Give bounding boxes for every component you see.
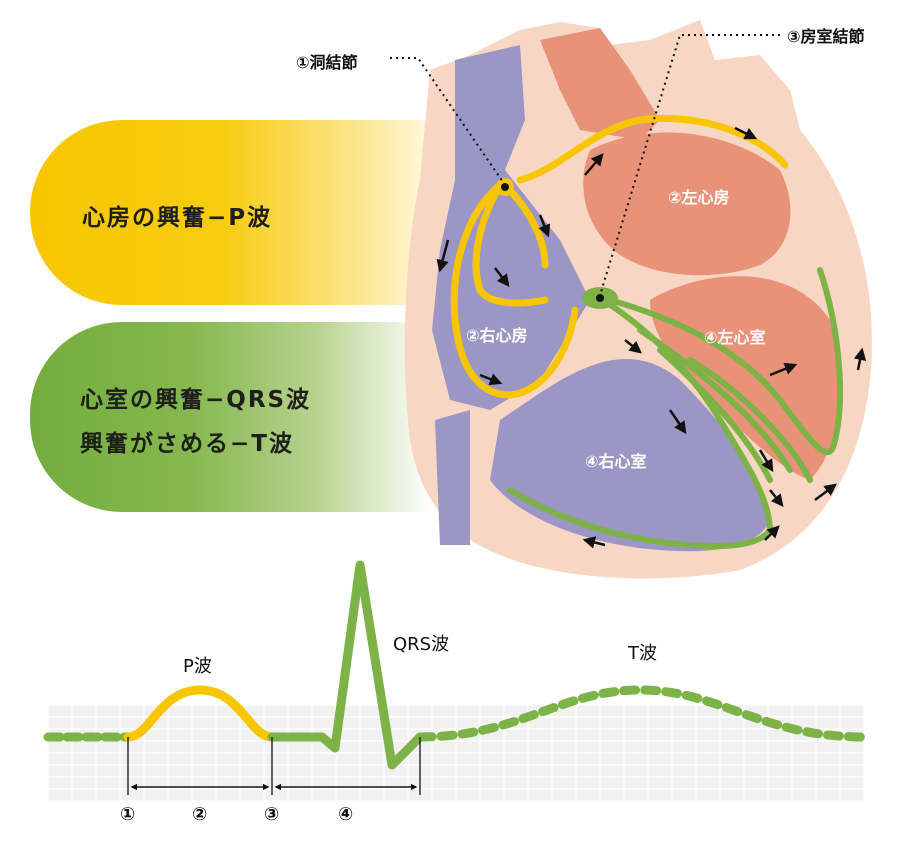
- ecg-grid: [47, 704, 865, 802]
- left-atrium-label: ②左心房: [668, 188, 730, 207]
- marker-2: ②: [192, 804, 207, 825]
- sa-node-label: ①洞結節: [296, 53, 358, 72]
- right-atrium-label: ②右心房: [466, 326, 528, 345]
- atrial-excitation-label: 心房の興奮−P波: [82, 205, 273, 231]
- flow-arrows: [436, 126, 867, 549]
- atrial-conduction-path: [450, 114, 789, 399]
- t-wave-label: T波: [627, 643, 657, 664]
- ventricular-excitation-label: 心室の興奮−QRS波: [80, 387, 312, 413]
- right-ventricle-label: ④右心室: [585, 452, 647, 471]
- t-wave-dashes: [415, 685, 869, 742]
- qrs-wave-label: QRS波: [393, 634, 449, 655]
- left-ventricle-region: [650, 276, 841, 480]
- marker-1: ①: [120, 804, 135, 825]
- repolarization-label: 興奮がさめる−T波: [80, 431, 294, 457]
- ventricular-excitation-band: [30, 322, 430, 512]
- atrial-excitation-band: [30, 120, 460, 305]
- left-atrium-region: [583, 132, 791, 276]
- av-node-label: ③房室結節: [787, 27, 865, 46]
- right-ventricle-region: [490, 359, 770, 552]
- left-ventricle-label: ④左心室: [704, 328, 766, 347]
- p-wave-label: P波: [183, 656, 212, 677]
- interval-markers: [127, 737, 421, 795]
- inferior-vena-cava: [435, 410, 470, 545]
- sa-node-marker: [501, 183, 509, 191]
- p-wave-curve: [123, 685, 277, 742]
- marker-4: ④: [338, 804, 353, 825]
- av-node-marker: [596, 294, 604, 302]
- aorta: [540, 28, 660, 140]
- ecg-trace: [43, 560, 869, 770]
- qrs-complex: [267, 560, 425, 770]
- vena-cava: [432, 45, 590, 410]
- marker-3: ③: [264, 804, 279, 825]
